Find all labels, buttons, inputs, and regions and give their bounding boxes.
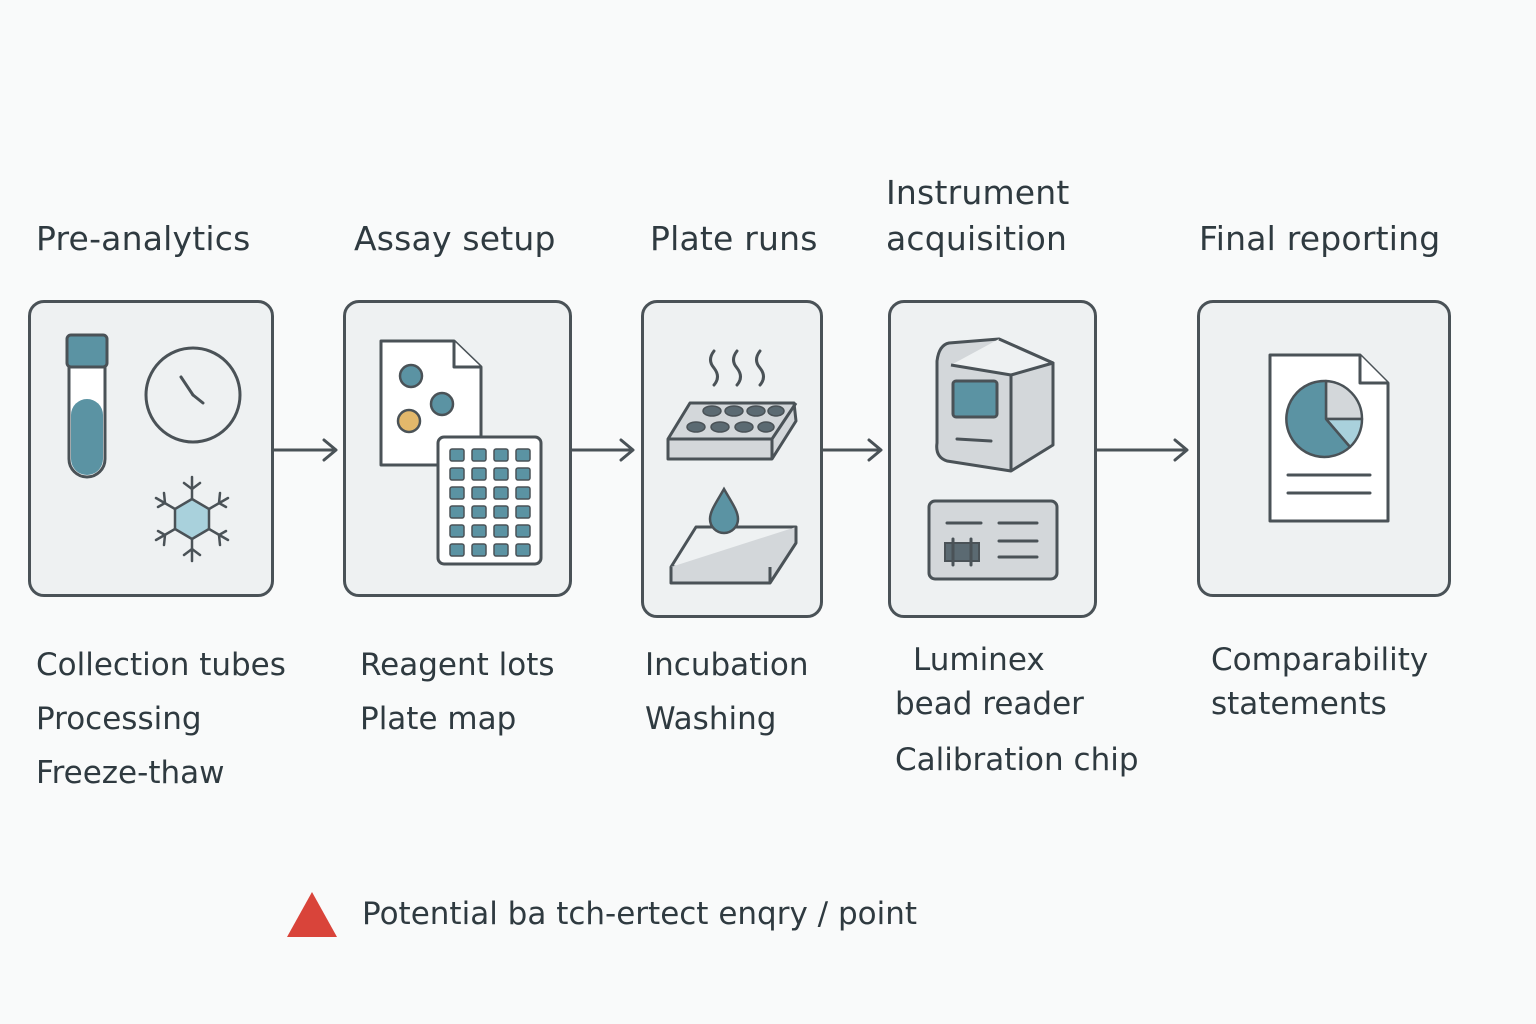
plate-well	[515, 448, 531, 462]
plate-well	[449, 524, 465, 538]
plate-well	[449, 543, 465, 557]
plate-well	[515, 524, 531, 538]
plate-well	[515, 486, 531, 500]
test-tube-icon	[65, 333, 109, 479]
plate-well	[493, 448, 509, 462]
plate-well	[493, 486, 509, 500]
bead-reader-icon	[935, 337, 1055, 473]
list-item: Reagent lots	[360, 647, 555, 683]
list-item: Luminex bead reader	[895, 642, 1084, 722]
pie-report-icon	[1268, 353, 1390, 523]
document-icon	[379, 339, 483, 467]
plate-well	[449, 505, 465, 519]
plate-grid-icon	[436, 435, 543, 566]
stage-card-assay-setup	[343, 300, 572, 597]
list-item: Collection tubes	[36, 647, 286, 683]
list-item: Comparability statements	[1211, 642, 1429, 722]
stage-card-final-reporting	[1197, 300, 1451, 597]
stage-card-plate-runs	[641, 300, 823, 618]
flow-arrow	[1097, 438, 1189, 462]
plate-well	[493, 505, 509, 519]
plate-well	[493, 543, 509, 557]
flow-arrow	[274, 438, 338, 462]
flow-arrow	[572, 438, 635, 462]
stage-card-instrument-acquisition	[888, 300, 1097, 618]
plate-well	[471, 543, 487, 557]
plate-well	[515, 543, 531, 557]
list-item: Incubation	[645, 647, 809, 683]
stage-title-assay-setup: Assay setup	[354, 219, 556, 258]
stage-items-plate-runs: Incubation Washing	[645, 638, 809, 746]
plate-well	[515, 505, 531, 519]
list-item: Plate map	[360, 701, 517, 737]
stage-title-final-reporting: Final reporting	[1199, 219, 1441, 258]
stage-items-instrument-acquisition: Luminex bead reader Calibration chip	[895, 638, 1139, 782]
stage-items-pre-analytics: Collection tubes Processing Freeze-thaw	[36, 638, 286, 800]
stage-title-plate-runs: Plate runs	[650, 219, 818, 258]
snowflake-icon	[154, 475, 230, 563]
plate-well	[471, 486, 487, 500]
stage-title-instrument-acquisition: Instrument acquisition	[886, 173, 1070, 258]
clock-icon	[144, 346, 242, 444]
plate-well	[471, 524, 487, 538]
list-item: Processing	[36, 701, 202, 737]
list-item: Freeze-thaw	[36, 755, 225, 791]
flow-arrow	[823, 438, 883, 462]
droplet-pad-icon	[669, 486, 798, 585]
stage-card-pre-analytics	[28, 300, 274, 597]
stage-title-pre-analytics: Pre-analytics	[36, 219, 251, 258]
plate-well	[449, 448, 465, 462]
stage-items-assay-setup: Reagent lots Plate map	[360, 638, 555, 746]
plate-well	[449, 486, 465, 500]
plate-well	[449, 467, 465, 481]
plate-well	[471, 448, 487, 462]
heated-plate-icon	[666, 349, 798, 461]
list-item: Calibration chip	[895, 742, 1139, 778]
plate-well	[471, 467, 487, 481]
plate-well	[493, 467, 509, 481]
plate-well	[493, 524, 509, 538]
stage-items-final-reporting: Comparability statements	[1211, 638, 1428, 726]
calibration-chip-icon	[927, 499, 1059, 581]
plate-well	[471, 505, 487, 519]
list-item: Washing	[645, 701, 777, 737]
legend-label: Potential ba tch-ertect enqry / point	[362, 896, 918, 932]
plate-well	[515, 467, 531, 481]
warning-triangle-icon	[287, 892, 337, 937]
